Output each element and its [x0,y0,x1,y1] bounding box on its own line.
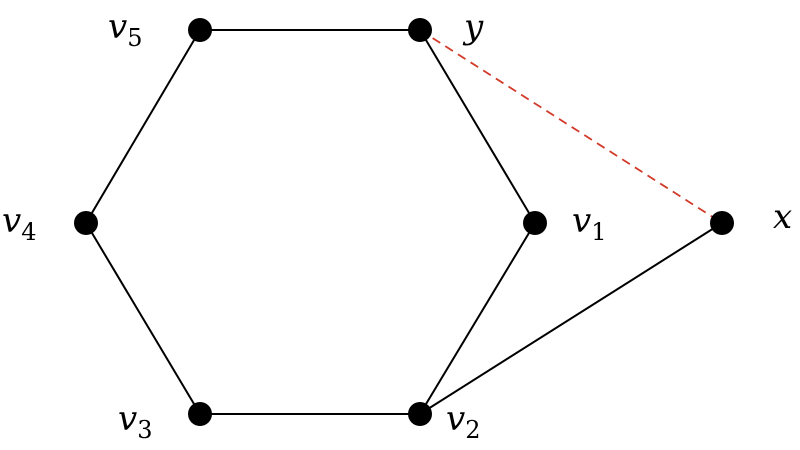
edge-y-v1 [419,29,536,224]
vertex-label-subscript: 1 [591,218,606,246]
vertex-label-main: y [462,7,484,47]
vertex-label-subscript: 4 [21,218,36,246]
vertex-label-v2: v2 [446,399,481,444]
edge-v1-v2 [419,222,536,415]
vertex-label-y: y [462,7,484,47]
vertex-label-subscript: 5 [127,24,142,52]
vertex-label-subscript: 3 [137,416,152,444]
edge-v3-v4 [85,222,201,415]
vertex-v2 [408,402,432,426]
vertex-label-v5: v5 [108,7,143,52]
vertex-label-v3: v3 [118,399,153,444]
edge-v4-v5 [85,29,201,224]
vertex-label-main: v [2,201,21,241]
edge-v2-x [419,222,723,415]
vertex-label-main: v [108,7,127,47]
vertex-v5 [188,18,212,42]
edges-layer [85,29,723,415]
vertex-v3 [188,402,212,426]
vertex-y [408,18,432,42]
vertex-label-v1: v1 [572,201,607,246]
vertex-label-main: x [773,197,792,237]
vertex-label-main: v [446,399,465,439]
vertex-v4 [74,211,98,235]
vertex-label-subscript: 2 [465,416,480,444]
vertex-v1 [523,211,547,235]
vertex-label-main: v [118,399,137,439]
vertex-label-x: x [773,197,792,237]
vertices-layer [74,18,734,426]
vertex-x [710,211,734,235]
vertex-label-v4: v4 [2,201,37,246]
edge-y-x [419,29,723,224]
vertex-label-main: v [572,201,591,241]
